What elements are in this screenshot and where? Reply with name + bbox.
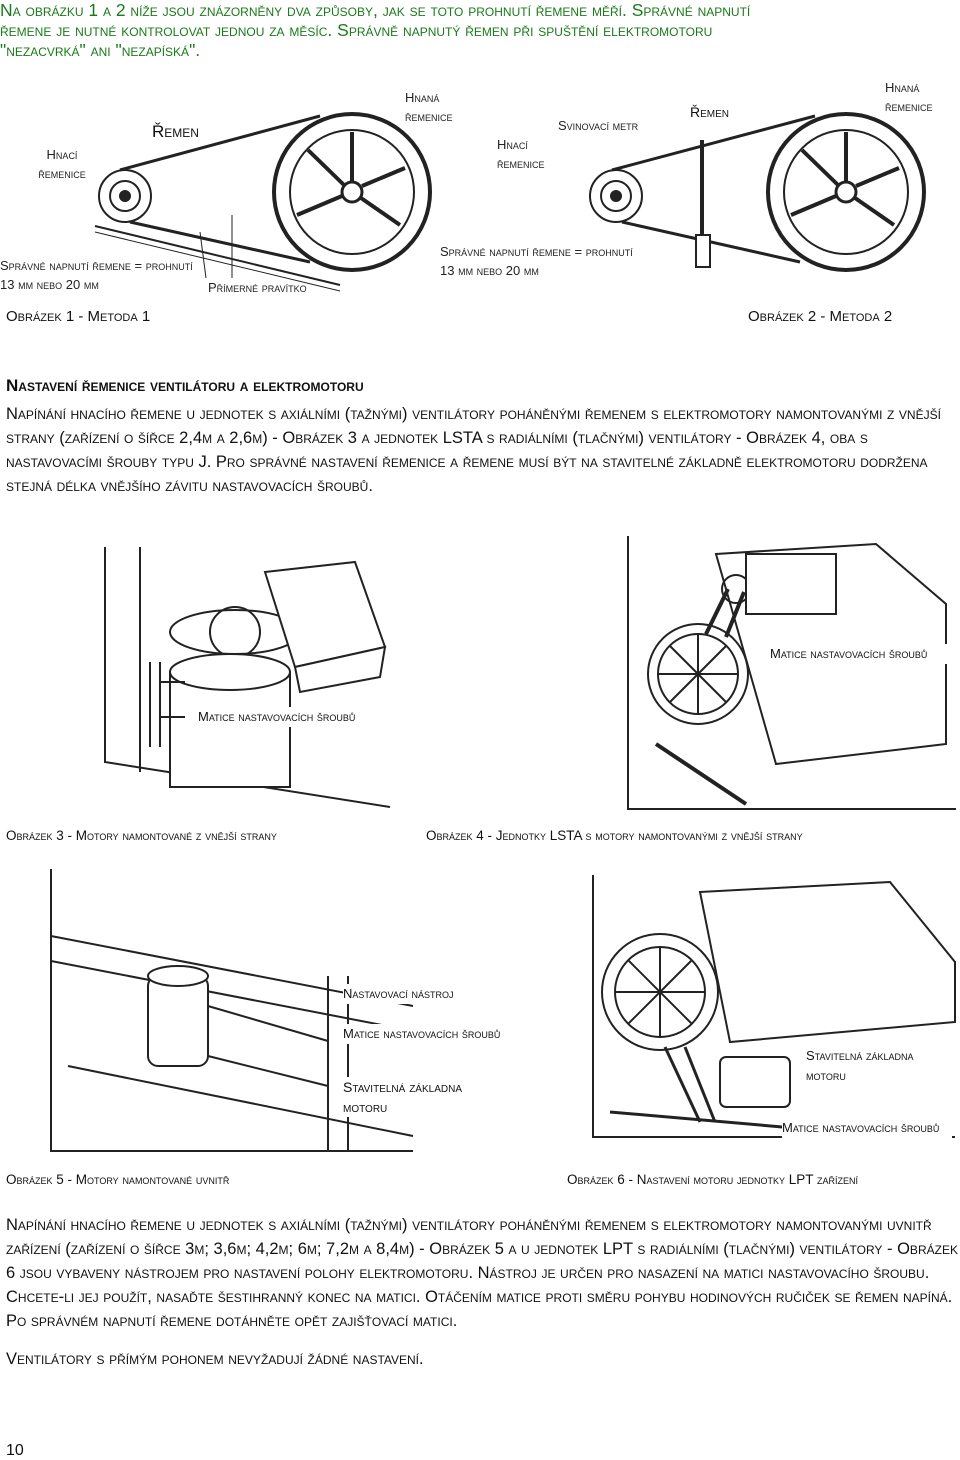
fig5-nuts-label: Matice nastavovacích šroubů xyxy=(343,1024,513,1044)
fig1-tension-label: Správné napnutí řemene = prohnutí 13 mm … xyxy=(0,258,193,292)
figure-6-illustration xyxy=(592,875,956,1138)
section-paragraph-1: Napínání hnacího řemene u jednotek s axi… xyxy=(6,405,941,495)
paragraph-2: Napínání hnacího řemene u jednotek s axi… xyxy=(6,1216,958,1330)
fig5-caption: Obrázek 5 - Motory namontované uvnitř xyxy=(6,1172,230,1187)
fig5-tool-label: Nastavovací nástroj xyxy=(343,984,454,1004)
fig2-tape-label: Svinovací metr xyxy=(558,118,639,133)
figure-5-illustration xyxy=(50,869,414,1152)
fig2-belt-label: Řemen xyxy=(690,104,730,120)
fig2-drive-pulley-label: Hnací řemenice xyxy=(497,137,545,171)
figure-3-illustration xyxy=(104,547,391,808)
fig1-belt-label: Řemen xyxy=(152,122,199,141)
fig6-base-label: Stavitelná základna motoru xyxy=(806,1046,956,1086)
intro-line-2: řemene je nutné kontrolovat jednou za mě… xyxy=(0,20,713,40)
intro-text: Na obrázku 1 a 2 níže jsou znázorněny dv… xyxy=(0,0,955,60)
page-number: 10 xyxy=(6,1442,24,1459)
fig1-drive-pulley-label: Hnací řemenice xyxy=(38,147,86,181)
intro-line-1: Na obrázku 1 a 2 níže jsou znázorněny dv… xyxy=(0,0,751,20)
fig3-nuts-label: Matice nastavovacích šroubů xyxy=(198,707,358,727)
fig5-base-label: Stavitelná základna motoru xyxy=(343,1077,488,1117)
fig1-caption: Obrázek 1 - Metoda 1 xyxy=(6,308,151,325)
fig3-caption: Obrázek 3 - Motory namontované z vnější … xyxy=(6,828,277,843)
fig4-caption: Obrázek 4 - Jednotky LSTA s motory namon… xyxy=(426,828,803,843)
fig2-caption: Obrázek 2 - Metoda 2 xyxy=(748,308,893,325)
figure-4-illustration xyxy=(627,536,956,810)
fig2-tension-label: Správné napnutí řemene = prohnutí 13 mm … xyxy=(440,244,633,278)
fig6-caption: Obrázek 6 - Nastavení motoru jednotky LP… xyxy=(567,1172,859,1187)
fig6-nuts-label: Matice nastavovacích šroubů xyxy=(782,1118,952,1138)
fig1-ruler-label: Přímerné pravítko xyxy=(208,280,307,295)
paragraph-3: Ventilátory s přímým pohonem nevyžadují … xyxy=(6,1350,424,1368)
section-heading: Nastavení řemenice ventilátoru a elektro… xyxy=(6,376,364,395)
fig2-driven-pulley-label: Hnaná řemenice xyxy=(885,80,933,114)
fig4-nuts-label: Matice nastavovacích šroubů xyxy=(770,644,950,664)
figure-1-diagram xyxy=(94,112,926,292)
intro-line-3: "nezacvrká" ani "nezapíská". xyxy=(0,40,201,60)
fig1-driven-pulley-label: Hnaná řemenice xyxy=(405,90,453,124)
